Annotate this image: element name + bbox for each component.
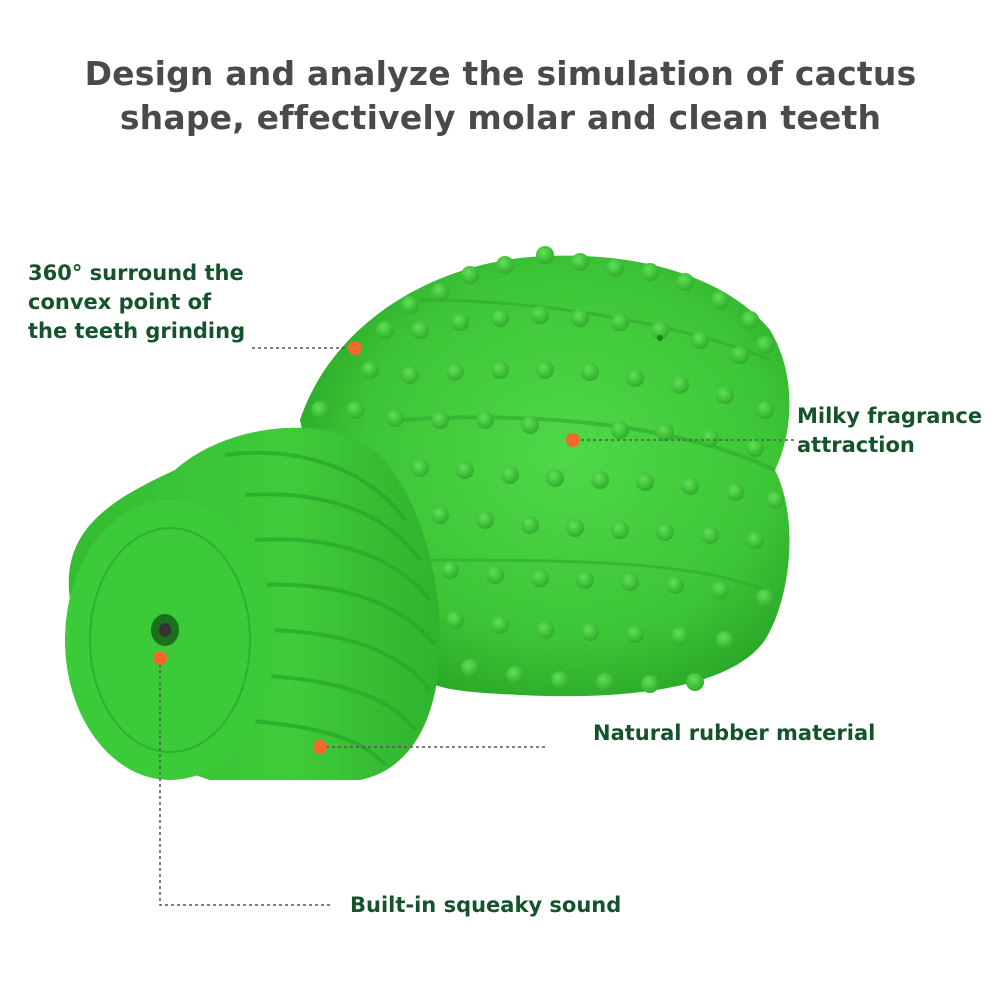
spike-nubs: [311, 246, 784, 693]
fragrance-hole: [657, 335, 663, 341]
callout-fragrance-line-2: attraction: [797, 433, 915, 457]
callout-fragrance-line-1: Milky fragrance: [797, 404, 983, 428]
page-title: Design and analyze the simulation of cac…: [0, 52, 1001, 140]
marker-grinding: [348, 341, 362, 355]
callout-grinding-line-2: convex point of: [28, 290, 212, 314]
callout-material: Natural rubber material: [593, 721, 876, 745]
marker-material: [313, 740, 327, 754]
title-line-1: Design and analyze the simulation of cac…: [84, 54, 917, 93]
callout-grinding: 360° surround the convex point of the te…: [28, 259, 245, 346]
leader-sound: [159, 658, 330, 906]
callout-grinding-line-3: the teeth grinding: [28, 319, 246, 343]
title-line-2: shape, effectively molar and clean teeth: [119, 98, 882, 137]
callout-grinding-line-1: 360° surround the: [28, 261, 244, 285]
ribbed-base: [65, 427, 440, 780]
marker-fragrance: [566, 433, 580, 447]
marker-sound: [153, 651, 167, 665]
callout-sound: Built-in squeaky sound: [350, 893, 622, 917]
callout-fragrance: Milky fragrance attraction: [797, 402, 982, 460]
